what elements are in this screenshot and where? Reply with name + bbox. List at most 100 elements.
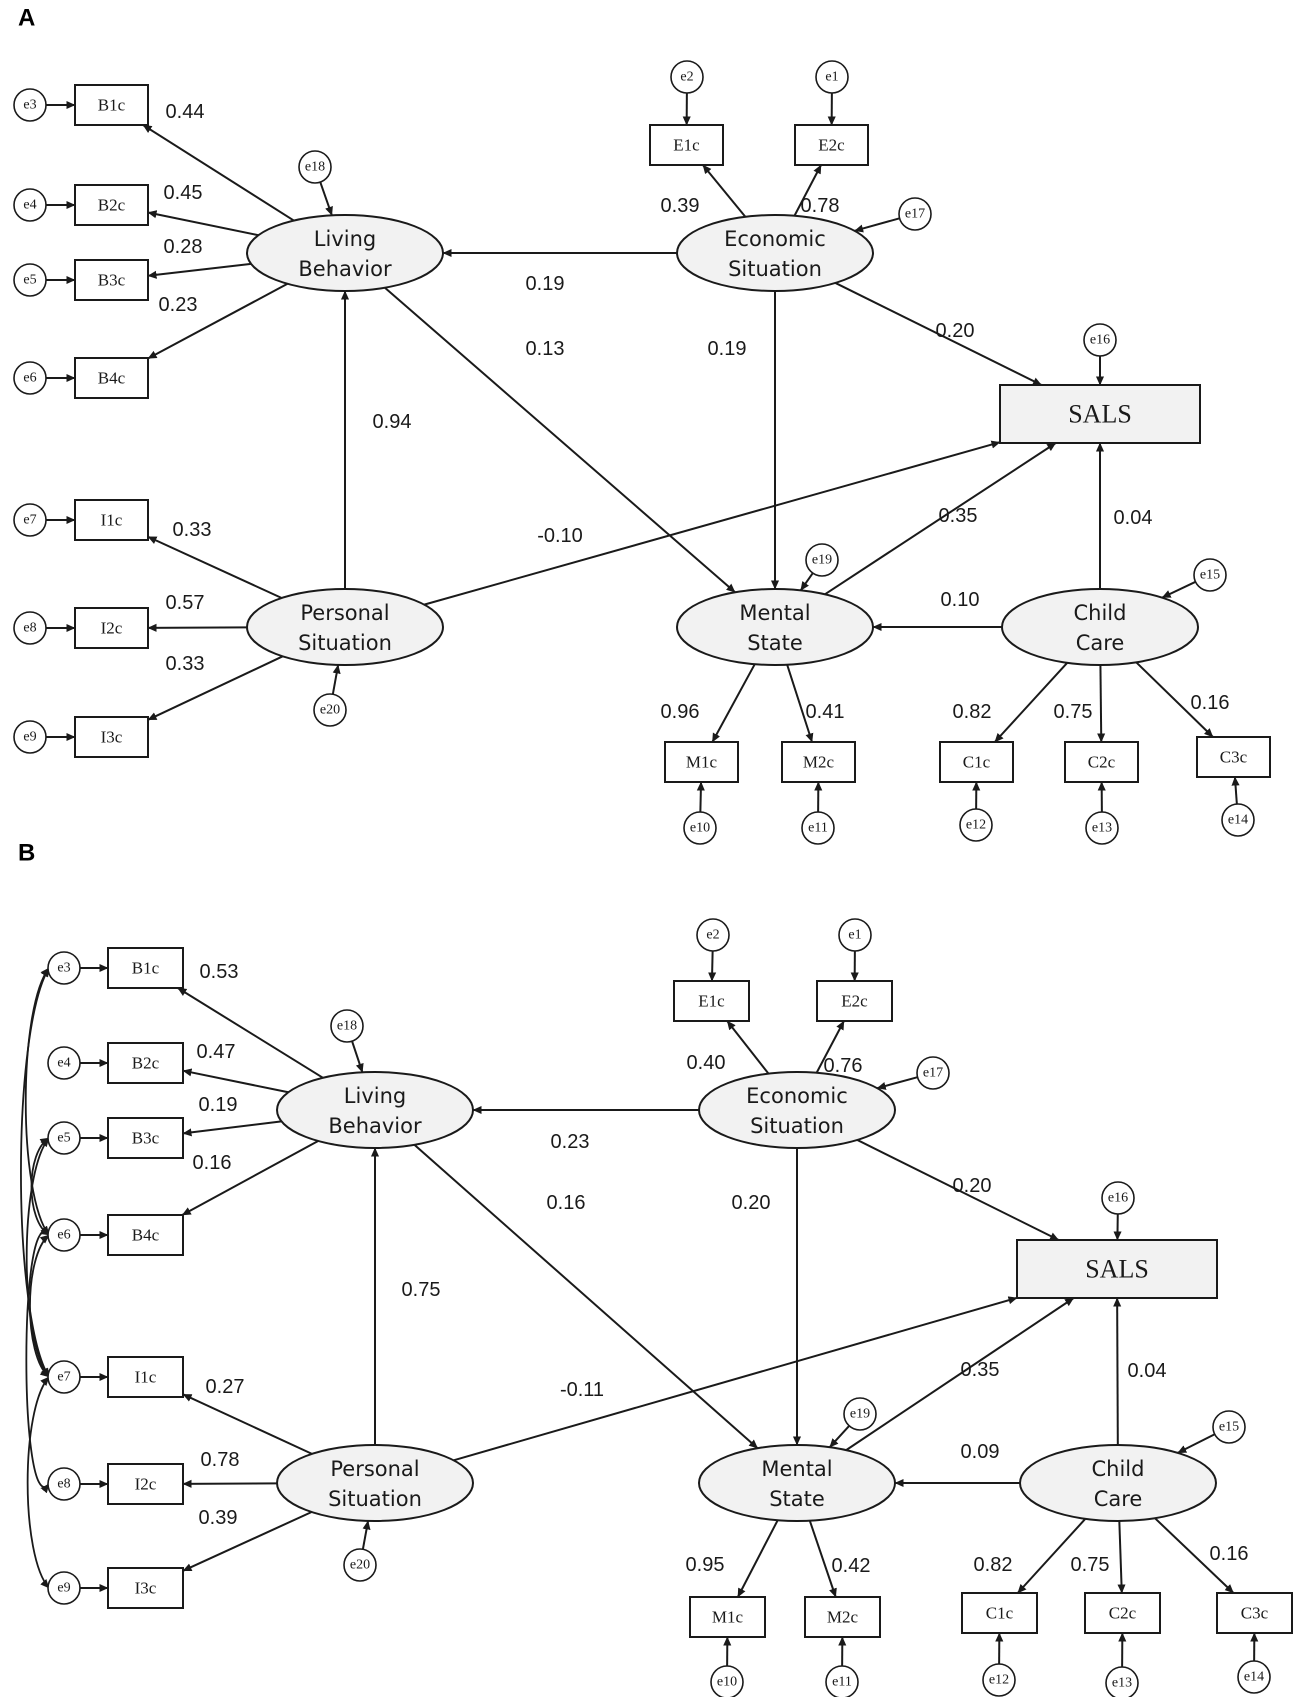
coefficient-I3c: 0.33 [166, 653, 205, 675]
coefficient-B2c: 0.45 [164, 182, 203, 204]
indicator-E2c [794, 124, 869, 166]
error-e17-label: e17 [923, 1066, 943, 1081]
latent-child [1001, 588, 1199, 666]
indicator-I2c [107, 1463, 184, 1505]
indicator-B1c-label: B1c [98, 96, 126, 115]
latent-living [246, 214, 444, 292]
coefficient-E2c: 0.76 [824, 1055, 863, 1077]
loading-personal-I3c [182, 1511, 313, 1572]
outcome-sals-label: SALS [1068, 400, 1132, 429]
latent-mental-label-2: State [747, 631, 803, 655]
coefficient-B2c: 0.47 [197, 1041, 236, 1063]
disturbance-arrow-e15 [1177, 1433, 1216, 1454]
error-e5-label: e5 [57, 1131, 70, 1146]
error-e15 [1212, 1410, 1246, 1444]
indicator-I2c-label: I2c [135, 1475, 157, 1494]
latent-living-label-1: Living [314, 227, 376, 251]
coefficient-M1c: 0.96 [661, 701, 700, 723]
indicator-B2c-label: B2c [98, 196, 126, 215]
error-e16 [1083, 323, 1117, 357]
latent-child-label-1: Child [1074, 601, 1127, 625]
loading-child-C1c [994, 662, 1068, 743]
error-e9 [47, 1571, 81, 1605]
error-e8 [13, 611, 47, 645]
loading-living-B4c [147, 282, 288, 360]
latent-child-label-2: Care [1094, 1487, 1143, 1511]
error-e12 [982, 1663, 1016, 1697]
indicator-C3c-label: C3c [1220, 748, 1248, 767]
covariance-e8-e6 [25, 1225, 50, 1494]
error-e14 [1221, 803, 1255, 837]
error-e11-label: e11 [808, 821, 828, 836]
error-e14-label: e14 [1228, 813, 1248, 828]
error-arrow-e14 [1231, 776, 1240, 805]
coefficient-I2c: 0.78 [201, 1449, 240, 1471]
disturbance-arrow-e17 [876, 1076, 918, 1090]
loading-economic-E1c [726, 1020, 770, 1075]
indicator-B2c [74, 184, 149, 226]
coefficient-C2c: 0.75 [1054, 701, 1093, 723]
error-e20 [343, 1548, 377, 1582]
coefficient-C1c: 0.82 [953, 701, 992, 723]
coefficient-I2c: 0.57 [166, 592, 205, 614]
loading-living-B1c [177, 987, 324, 1079]
error-e6-label: e6 [57, 1228, 70, 1243]
error-e17 [898, 197, 932, 231]
covariance-e3-e6 [24, 967, 50, 1236]
indicator-I1c [107, 1356, 184, 1398]
error-e15-label: e15 [1219, 1420, 1239, 1435]
error-e17 [916, 1056, 950, 1090]
coefficient-Econ_Mental: 0.20 [732, 1192, 771, 1214]
outcome-sals-label: SALS [1085, 1255, 1149, 1284]
loading-living-B4c [181, 1140, 319, 1216]
indicator-I3c-label: I3c [135, 1579, 157, 1598]
indicator-C3c [1196, 736, 1271, 778]
indicator-C1c [961, 1592, 1038, 1634]
error-e14 [1237, 1660, 1271, 1694]
loading-living-B2c [147, 210, 259, 237]
latent-personal [246, 588, 444, 666]
indicator-E2c-label: E2c [818, 136, 845, 155]
coefficient-Personal_Living: 0.94 [373, 411, 412, 433]
disturbance-arrow-e17 [854, 217, 900, 233]
latent-mental-label-1: Mental [761, 1457, 832, 1481]
error-e5 [13, 263, 47, 297]
indicator-B2c-label: B2c [132, 1054, 160, 1073]
loading-child-C3c [1154, 1517, 1235, 1594]
coefficient-Econ_SALS: 0.20 [936, 320, 975, 342]
latent-living [276, 1071, 474, 1149]
coefficient-Econ_Living: 0.19 [526, 273, 565, 295]
error-e2 [696, 918, 730, 952]
indicator-E2c [816, 980, 893, 1022]
indicator-B4c-label: B4c [98, 369, 126, 388]
coefficient-Living_Mental: 0.16 [547, 1192, 586, 1214]
coefficient-M2c: 0.41 [806, 701, 845, 723]
indicator-B1c [74, 84, 149, 126]
coefficient-Econ_SALS: 0.20 [953, 1175, 992, 1197]
error-e15 [1193, 558, 1227, 592]
error-e10-label: e10 [717, 1675, 737, 1690]
error-e18 [330, 1009, 364, 1043]
latent-personal-label-1: Personal [300, 601, 389, 625]
error-e11 [801, 811, 835, 845]
error-e18-label: e18 [337, 1019, 357, 1034]
indicator-C1c [939, 741, 1014, 783]
indicator-E2c-label: E2c [841, 992, 868, 1011]
disturbance-arrow-e19 [828, 1425, 850, 1448]
error-e19-label: e19 [812, 553, 832, 568]
loading-living-B3c [147, 262, 252, 279]
latent-mental [676, 588, 874, 666]
error-e7-label: e7 [23, 513, 36, 528]
panel-a: ALivingBehaviorEconomicSituationPersonal… [13, 5, 1271, 845]
error-e9-label: e9 [57, 1581, 70, 1596]
error-e18-label: e18 [305, 160, 325, 175]
loading-personal-I1c [147, 535, 283, 599]
indicator-B3c-label: B3c [132, 1129, 160, 1148]
disturbance-arrow-e20 [331, 664, 341, 695]
indicator-C2c [1084, 1592, 1161, 1634]
indicator-I1c-label: I1c [135, 1368, 157, 1387]
path-economic-to-sals [834, 282, 1042, 386]
latent-economic [698, 1071, 896, 1149]
latent-living-label-1: Living [344, 1084, 406, 1108]
coefficient-B4c: 0.23 [159, 294, 198, 316]
